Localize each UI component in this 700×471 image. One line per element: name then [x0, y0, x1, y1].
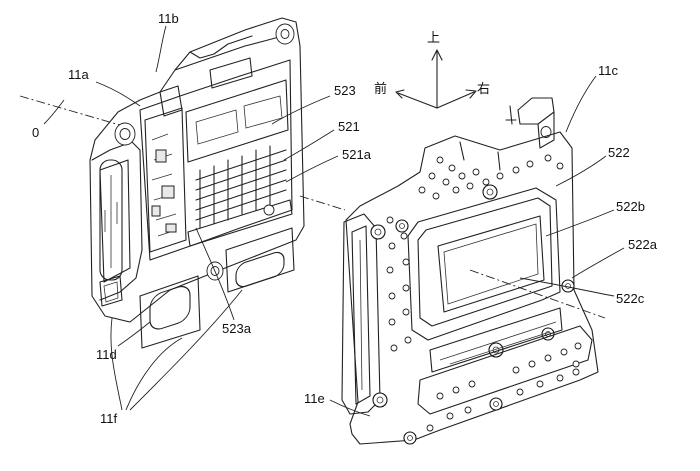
direction-right-label: 右	[477, 82, 491, 97]
leader-lines	[43, 25, 625, 417]
label-11d: 11d	[96, 347, 117, 362]
perforation-holes-left	[386, 216, 412, 352]
label-521a: 521a	[342, 147, 371, 162]
sensor-window-522b	[437, 215, 545, 313]
label-11c: 11c	[598, 63, 618, 78]
direction-up-label: 上	[427, 31, 441, 46]
label-522c: 522c	[616, 291, 645, 306]
direction-indicator	[395, 49, 477, 109]
label-11b: 11b	[158, 11, 179, 26]
label-11a: 11a	[68, 67, 89, 82]
direction-front-label: 前	[374, 82, 388, 97]
label-523a: 523a	[222, 321, 251, 336]
label-0: 0	[32, 125, 40, 140]
sensor-frame-522	[407, 187, 561, 341]
label-522: 522	[608, 145, 630, 160]
perforation-holes-top	[418, 154, 564, 200]
label-523: 523	[334, 83, 356, 98]
long-slot	[99, 159, 123, 281]
screws	[370, 184, 575, 445]
perforation-holes-bottom	[426, 342, 582, 432]
label-521: 521	[338, 119, 360, 134]
label-11f: 11f	[100, 411, 118, 426]
left-assembly	[89, 17, 305, 349]
module-523	[185, 79, 289, 163]
right-assembly	[341, 97, 599, 445]
bottom-slots-11f	[139, 227, 295, 349]
left-back-plate	[89, 17, 305, 323]
label-11e: 11e	[304, 391, 325, 406]
circuit-board	[144, 107, 187, 253]
front-plate	[345, 131, 599, 445]
heat-fins-521	[195, 145, 287, 229]
label-522b: 522b	[616, 199, 645, 214]
left-rail	[341, 213, 381, 415]
label-522a: 522a	[628, 237, 657, 252]
